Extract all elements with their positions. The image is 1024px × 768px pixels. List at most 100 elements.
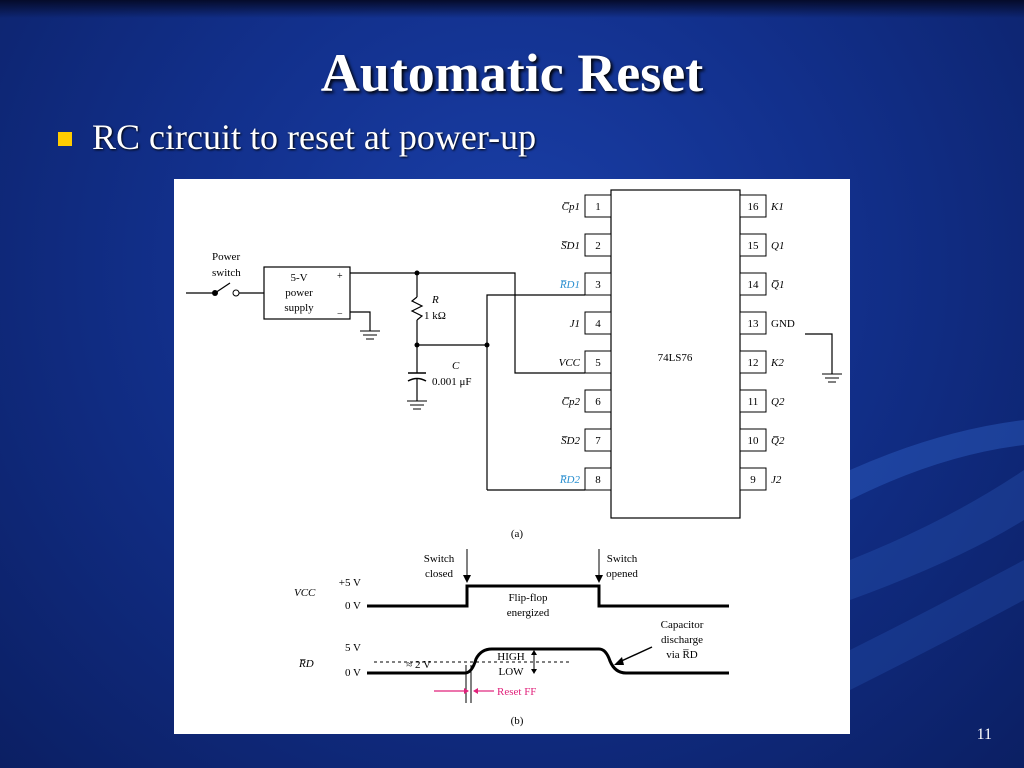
pin-box-left bbox=[584, 272, 612, 296]
pin-number: 3 bbox=[595, 279, 601, 291]
pin-number: 8 bbox=[595, 474, 601, 486]
pin-label: VCC bbox=[559, 357, 581, 369]
supply-minus: − bbox=[337, 309, 343, 320]
slide-title: Automatic Reset bbox=[320, 43, 704, 103]
pin-box-right bbox=[739, 389, 767, 413]
ff-label-2: energized bbox=[507, 607, 550, 619]
capacitor-name: C bbox=[452, 360, 460, 372]
top-band bbox=[0, 0, 1024, 18]
pin-number: 5 bbox=[595, 357, 601, 369]
pin-label: Q̅2 bbox=[771, 435, 785, 447]
vcc-waveform-label: VCC bbox=[294, 587, 316, 599]
pin-number: 11 bbox=[748, 396, 759, 408]
pin-number: 9 bbox=[750, 474, 756, 486]
pin-label: C̅p1 bbox=[562, 201, 580, 213]
supply-plus: + bbox=[337, 271, 343, 282]
chip-label: 74LS76 bbox=[658, 352, 693, 364]
pin-number: 12 bbox=[748, 357, 759, 369]
pin-number: 15 bbox=[748, 240, 760, 252]
resistor-name: R bbox=[431, 294, 439, 306]
caption-a: (a) bbox=[511, 528, 524, 540]
pin-number: 13 bbox=[748, 318, 760, 330]
vcc-low-label: 0 V bbox=[345, 600, 361, 612]
pin-box-left bbox=[584, 467, 612, 491]
pin-label: R̅D2 bbox=[559, 474, 581, 486]
pin-box-right bbox=[739, 272, 767, 296]
power-switch-label-1: Power bbox=[212, 251, 240, 263]
pin-box-right bbox=[739, 194, 767, 218]
bullet-item: RC circuit to reset at power-up bbox=[58, 116, 536, 158]
switch-opened-label-2: opened bbox=[606, 568, 638, 580]
pin-label: S̅D2 bbox=[561, 435, 580, 447]
capacitor-value: 0.001 μF bbox=[432, 376, 472, 388]
rd-low-label: 0 V bbox=[345, 667, 361, 679]
caption-b: (b) bbox=[511, 715, 524, 727]
switch-opened-label-1: Switch bbox=[607, 553, 638, 565]
pin-box-left bbox=[584, 389, 612, 413]
pin-label: J2 bbox=[771, 474, 782, 486]
pin-box-right bbox=[739, 233, 767, 257]
cap-label-2: discharge bbox=[661, 634, 703, 646]
pin-box-left bbox=[584, 233, 612, 257]
pin-number: 16 bbox=[748, 201, 760, 213]
supply-label-2: power bbox=[285, 287, 313, 299]
chip-74ls76 bbox=[610, 189, 741, 519]
pin-number: 6 bbox=[595, 396, 601, 408]
pin-box-left bbox=[584, 311, 612, 335]
threshold-label: ≈ 2 V bbox=[406, 659, 431, 671]
pin-number: 4 bbox=[595, 318, 601, 330]
rd-high-label: 5 V bbox=[345, 642, 361, 654]
chip-ground-wire bbox=[805, 333, 833, 374]
resistor-value: 1 kΩ bbox=[424, 310, 446, 322]
pin-box-left bbox=[584, 350, 612, 374]
discharge-arrow-icon bbox=[616, 646, 653, 664]
switch-closed-label-2: closed bbox=[425, 568, 454, 580]
pin-number: 14 bbox=[748, 279, 760, 291]
pin-label: Q1 bbox=[771, 240, 784, 252]
page-number: 11 bbox=[976, 726, 992, 743]
pin-number: 1 bbox=[595, 201, 601, 213]
high-label: HIGH bbox=[497, 651, 525, 663]
pin-number: 7 bbox=[595, 435, 601, 447]
ff-label-1: Flip-flop bbox=[508, 592, 548, 604]
pin-label: R̅D1 bbox=[559, 279, 580, 291]
vcc-wire bbox=[350, 272, 585, 374]
switch-blade bbox=[214, 282, 231, 294]
cap-label-1: Capacitor bbox=[661, 619, 704, 631]
switch-closed-label-1: Switch bbox=[424, 553, 455, 565]
pin-label: K2 bbox=[770, 357, 784, 369]
left-pin-group: 1 C̅p1 2 S̅D1 3 R̅D1 4 J1 5 VCC 6 C̅p2 7 S̅D2 8 R̅D2 bbox=[559, 194, 612, 491]
circuit-figure: Power switch 5-V power supply + − R 1 kΩ… bbox=[174, 179, 850, 734]
pin-box-right bbox=[739, 428, 767, 452]
vcc-high-label: +5 V bbox=[339, 577, 361, 589]
pin-label: Q2 bbox=[771, 396, 785, 408]
cap-label-3: via R̅D bbox=[666, 649, 698, 661]
pin-label: S̅D1 bbox=[561, 240, 580, 252]
pin-box-left bbox=[584, 194, 612, 218]
rd-waveform-label: R̅D bbox=[298, 658, 314, 670]
pin-box-left bbox=[584, 428, 612, 452]
bullet-text: RC circuit to reset at power-up bbox=[92, 117, 537, 157]
rd-waveform bbox=[367, 647, 729, 675]
pin-number: 10 bbox=[748, 435, 760, 447]
power-supply-box bbox=[263, 266, 351, 320]
pin-box-right bbox=[739, 467, 767, 491]
power-switch-label-2: switch bbox=[212, 267, 241, 279]
pin-box-right bbox=[739, 311, 767, 335]
bullet-square-icon bbox=[58, 132, 72, 146]
pin-box-right bbox=[739, 350, 767, 374]
vcc-waveform bbox=[367, 584, 729, 608]
low-label: LOW bbox=[498, 666, 524, 678]
supply-ground-wire bbox=[350, 311, 371, 331]
circuit-diagram: Power switch 5-V power supply + − R 1 kΩ… bbox=[186, 189, 842, 727]
pin-label: C̅p2 bbox=[562, 396, 581, 408]
pin-label: K1 bbox=[770, 201, 784, 213]
rd1-wire bbox=[486, 294, 585, 490]
reset-ff-label: Reset FF bbox=[497, 686, 536, 698]
pin-number: 2 bbox=[595, 240, 601, 252]
resistor-icon bbox=[410, 296, 424, 321]
switch-contact bbox=[232, 289, 240, 297]
pin-label: J1 bbox=[570, 318, 580, 330]
